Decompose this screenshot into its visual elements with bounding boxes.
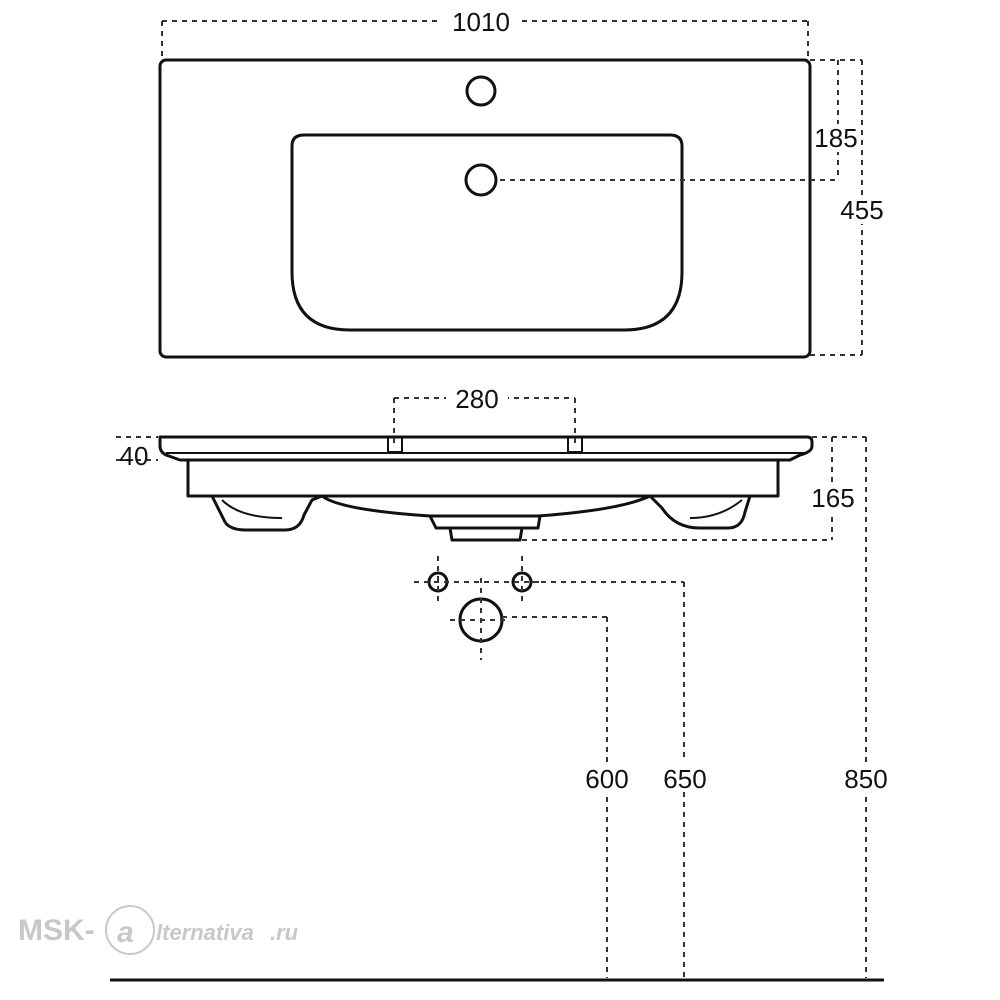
wall-connections — [414, 556, 546, 660]
tap-spacing-dimension: 280 — [393, 384, 576, 444]
width-label: 1010 — [452, 7, 510, 37]
watermark-domain: .ru — [270, 920, 299, 945]
supply-height-label: 650 — [663, 764, 706, 794]
rim-thickness-label: 40 — [120, 441, 149, 471]
right-bowl-underside — [648, 494, 752, 530]
sink-top-outline — [158, 58, 812, 359]
basin-outline — [290, 133, 684, 332]
top-view — [158, 58, 812, 359]
tap-offset-dimension: 185 — [500, 59, 860, 181]
watermark-prefix: MSK- — [18, 914, 95, 947]
center-bowl-underside — [321, 494, 651, 518]
basin-body-outline — [186, 460, 780, 498]
rim-thickness-dimension: 40 — [116, 436, 158, 471]
front-view — [158, 435, 814, 542]
watermark-at-icon — [105, 905, 155, 955]
drain-height-dimension: 600 — [502, 616, 636, 978]
basin-height-label: 165 — [811, 483, 854, 513]
left-bowl-underside — [210, 494, 323, 532]
tap-offset-label: 185 — [814, 123, 857, 153]
depth-dimension: 455 — [810, 59, 888, 356]
drain-outlet — [428, 515, 542, 542]
tap-hole — [465, 75, 497, 107]
drain-hole — [464, 163, 498, 197]
watermark-logo: MSK- a lternativa .ru — [18, 905, 299, 955]
depth-label: 455 — [840, 195, 883, 225]
rim-height-dimension: 850 — [812, 436, 894, 978]
rim-outline — [158, 435, 814, 462]
rim-height-label: 850 — [844, 764, 887, 794]
watermark-suffix: lternativa — [156, 920, 254, 945]
width-dimension: 1010 — [161, 6, 809, 58]
drain-height-label: 600 — [585, 764, 628, 794]
svg-text:a: a — [117, 916, 134, 949]
supply-height-dimension: 650 — [531, 581, 714, 978]
tap-spacing-label: 280 — [455, 384, 498, 414]
basin-height-dimension: 165 — [522, 436, 860, 541]
